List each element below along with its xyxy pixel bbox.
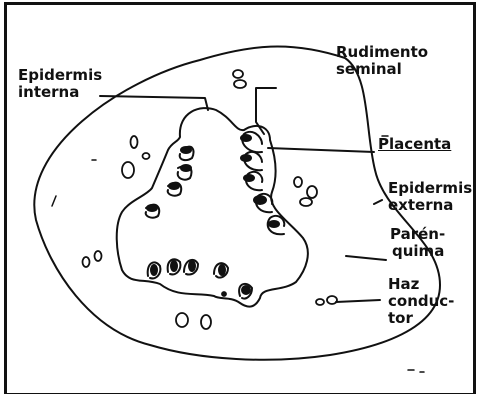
label-epidermis-interna: Epidermis interna xyxy=(18,67,102,101)
ovules-right xyxy=(241,132,284,234)
leader-epidermis-externa xyxy=(374,200,382,204)
label-placenta: Placenta xyxy=(378,136,451,153)
leader-epidermis-interna xyxy=(100,96,208,110)
label-epidermis-externa: Epidermis externa xyxy=(388,180,472,214)
speckles xyxy=(52,136,424,372)
leader-haz-conductor xyxy=(336,300,380,302)
label-placenta-text: Placenta xyxy=(378,136,451,153)
label-parenquima-line2: quima xyxy=(390,243,445,260)
label-rudimento-seminal-line2: seminal xyxy=(336,61,428,78)
label-rudimento-seminal: Rudimento seminal xyxy=(336,44,428,78)
leader-placenta xyxy=(268,148,374,152)
leader-rudimento-seminal xyxy=(256,88,276,134)
ovules-left xyxy=(146,147,194,218)
label-epidermis-interna-line1: Epidermis xyxy=(18,67,102,84)
label-epidermis-interna-line2: interna xyxy=(18,84,102,101)
ovules-bottom xyxy=(148,259,252,298)
label-haz-conductor-line1: Haz xyxy=(388,276,454,293)
label-haz-conductor: Haz conduc- tor xyxy=(388,276,454,327)
label-epidermis-externa-line2: externa xyxy=(388,197,472,214)
label-parenquima-line1: Parén- xyxy=(390,226,445,243)
leader-parenquima xyxy=(346,256,386,260)
label-rudimento-seminal-line1: Rudimento xyxy=(336,44,428,61)
label-epidermis-externa-line1: Epidermis xyxy=(388,180,472,197)
label-haz-conductor-line2: conduc- xyxy=(388,293,454,310)
label-haz-conductor-line3: tor xyxy=(388,310,454,327)
label-parenquima: Parén- quima xyxy=(390,226,445,260)
